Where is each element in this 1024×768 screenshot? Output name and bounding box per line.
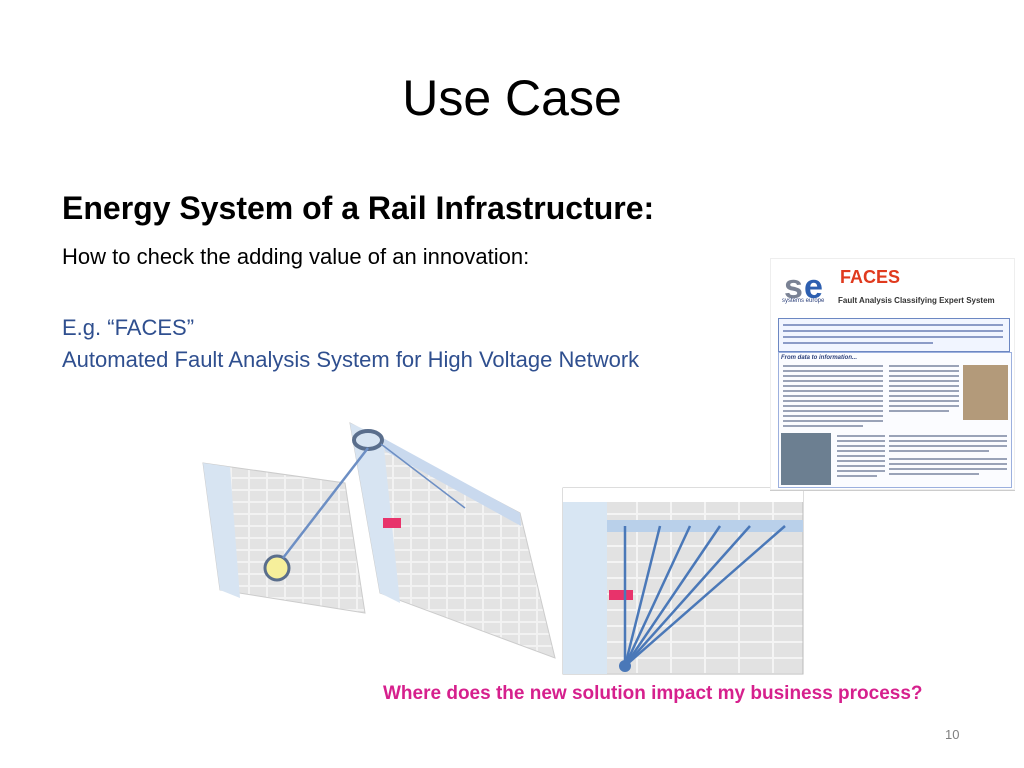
faces-product-subtitle: Fault Analysis Classifying Expert System bbox=[838, 296, 995, 305]
matrix-sheet-left bbox=[202, 462, 366, 614]
matrix-sheet-middle bbox=[282, 422, 556, 659]
slide-title: Use Case bbox=[402, 70, 622, 126]
flyer-section-heading: From data to information... bbox=[781, 355, 857, 361]
flyer-intro-box bbox=[778, 318, 1010, 352]
slide-subtitle: Energy System of a Rail Infrastructure: bbox=[62, 190, 655, 226]
business-process-question: Where does the new solution impact my bu… bbox=[383, 683, 923, 704]
faces-product-name: FACES bbox=[840, 267, 901, 287]
flyer-photo-person bbox=[963, 365, 1008, 420]
matrix-sheet-front bbox=[562, 487, 804, 675]
logo-caption: systems europe bbox=[782, 298, 825, 304]
intro-line: How to check the adding value of an inno… bbox=[62, 244, 530, 269]
example-line: E.g. “FACES” bbox=[62, 315, 195, 340]
faces-flyer: s e systems europe FACES Fault Analysis … bbox=[770, 258, 1015, 491]
flyer-content-panel: From data to information... bbox=[778, 352, 1012, 488]
svg-text:s: s bbox=[784, 268, 803, 306]
svg-text:e: e bbox=[804, 268, 823, 306]
systems-europe-logo-icon: s e bbox=[784, 268, 823, 306]
page-number: 10 bbox=[945, 727, 960, 742]
process-matrix-illustration bbox=[202, 422, 804, 675]
flyer-photo-lightning bbox=[781, 433, 831, 485]
system-description-line: Automated Fault Analysis System for High… bbox=[62, 347, 640, 372]
